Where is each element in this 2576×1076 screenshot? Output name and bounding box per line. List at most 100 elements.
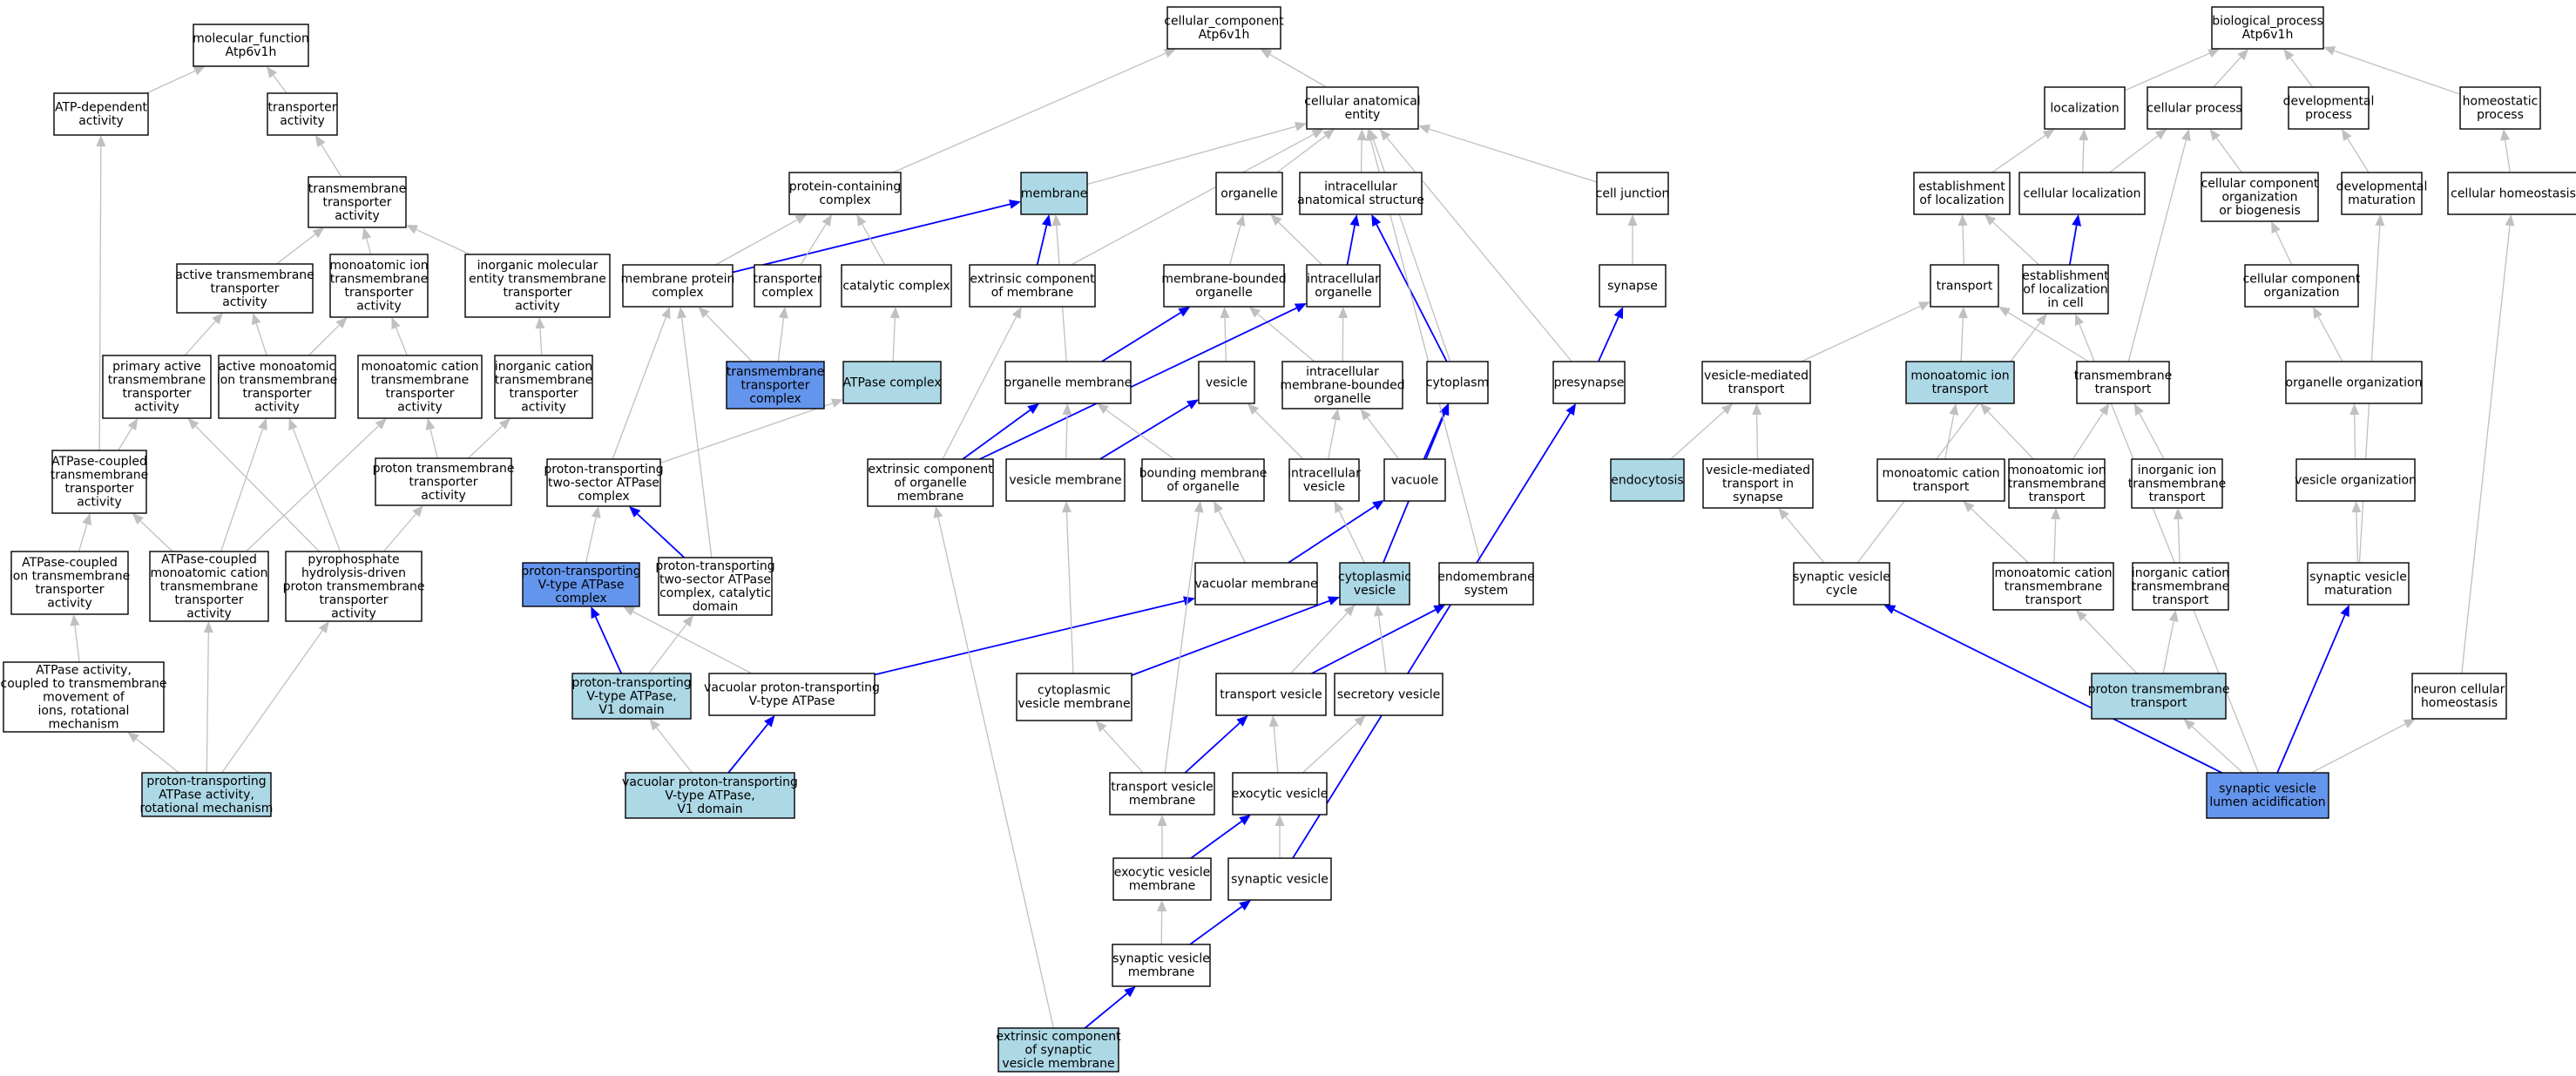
edge-line [2276, 614, 2346, 774]
node-vacuolar-membrane[interactable]: vacuolar membrane [1194, 562, 1318, 606]
edge-line [874, 599, 1185, 676]
node-presynapse[interactable]: presynapse [1552, 361, 1626, 404]
node-monoatomic-cation-tm[interactable]: monoatomic cationtransmembranetransporte… [357, 355, 483, 419]
node-cellular-process[interactable]: cellular process [2147, 86, 2242, 130]
node-cell-junction[interactable]: cell junction [1596, 172, 1670, 215]
node-localization[interactable]: localization [2044, 86, 2126, 130]
node-synapse[interactable]: synapse [1599, 264, 1667, 308]
node-atpase-complex[interactable]: ATPase complex [842, 361, 942, 404]
node-vacuole[interactable]: vacuole [1383, 458, 1446, 502]
node-cellular-localization[interactable]: cellular localization [2018, 172, 2146, 215]
node-catalytic-complex[interactable]: catalytic complex [841, 264, 952, 308]
node-organelle-organization[interactable]: organelle organization [2285, 361, 2423, 404]
node-box [2044, 86, 2126, 130]
node-vesicle-organization[interactable]: vesicle organization [2295, 458, 2417, 502]
node-label-line: activity [77, 496, 122, 510]
node-vesicle[interactable]: vesicle [1198, 361, 1255, 404]
node-transport[interactable]: transport [1930, 264, 1999, 308]
node-exocytic-vesicle[interactable]: exocytic vesicle [1232, 772, 1329, 815]
node-cytoplasm[interactable]: cytoplasm [1426, 361, 1489, 404]
node-monoatomic-ion-tm[interactable]: monoatomic iontransmembranetransporterac… [329, 254, 429, 318]
node-atpase-coupled-tm[interactable]: ATPase-coupledtransmembranetransporterac… [51, 450, 149, 514]
edge-line [468, 425, 504, 459]
node-membrane[interactable]: membrane [1020, 172, 1088, 215]
node-organelle[interactable]: organelle [1215, 172, 1283, 215]
node-organelle-membrane[interactable]: organelle membrane [1004, 361, 1132, 404]
node-endocytosis[interactable]: endocytosis [1610, 458, 1685, 502]
node-vesicle-membrane[interactable]: vesicle membrane [1005, 458, 1126, 502]
node-atpase-rotational[interactable]: ATPase activity,coupled to transmembrane… [1, 661, 167, 733]
node-label-line: bounding membrane [1139, 467, 1268, 481]
node-transport-vesicle[interactable]: transport vesicle [1215, 673, 1327, 716]
node-secretory-vesicle[interactable]: secretory vesicle [1334, 673, 1444, 716]
node-cellular-homeostasis[interactable]: cellular homeostasis [2447, 172, 2576, 215]
node-primary-active[interactable]: primary activetransmembranetransporterac… [102, 355, 212, 419]
node-label-line: of localization [1919, 193, 2004, 207]
node-synaptic-vesicle[interactable]: synaptic vesicle [1227, 857, 1332, 901]
node-label-line: organelle organization [2286, 376, 2423, 389]
node-inorganic-cation-tm[interactable]: inorganic cationtransmembranetransporter… [494, 355, 593, 419]
